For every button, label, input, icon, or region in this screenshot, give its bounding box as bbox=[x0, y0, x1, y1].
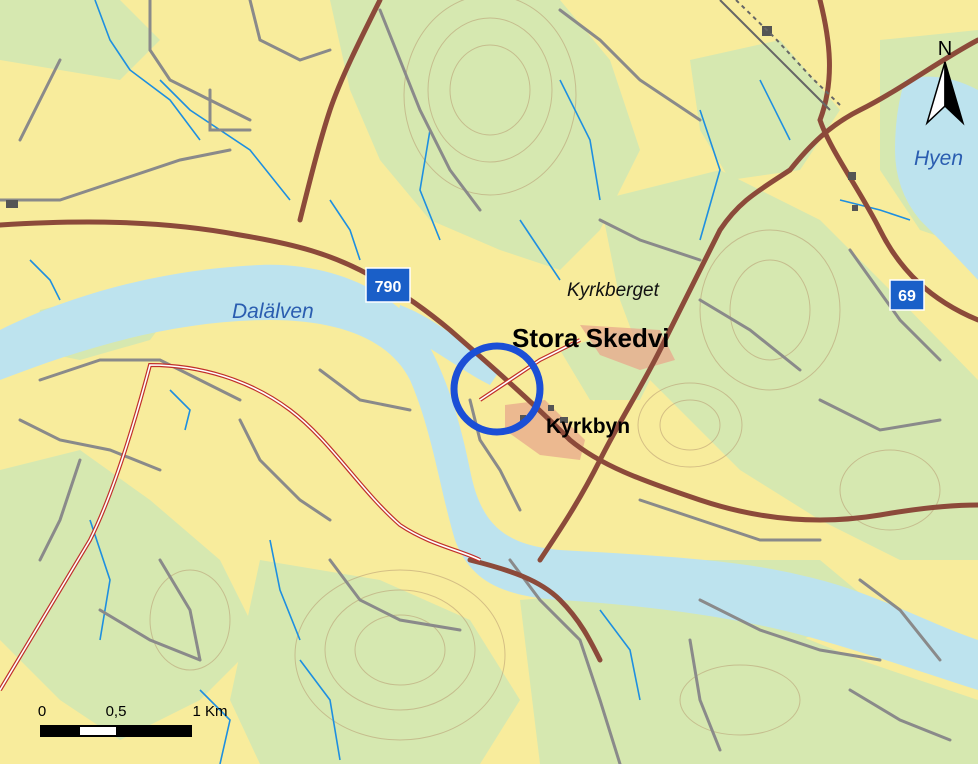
secondary-road bbox=[0, 338, 581, 692]
scale-tick-half: 0,5 bbox=[106, 703, 127, 720]
streams bbox=[29, 0, 911, 765]
lake-hyen bbox=[895, 76, 978, 281]
circle-marker-icon[interactable] bbox=[450, 342, 544, 436]
shield-69: 69 bbox=[889, 279, 925, 311]
label-hyen: Hyen bbox=[914, 147, 963, 170]
label-kyrkbyn: Kyrkbyn bbox=[546, 415, 630, 438]
scale-tick-1km: 1 Km bbox=[192, 703, 227, 720]
minor-roads bbox=[0, 0, 952, 766]
railway bbox=[719, 0, 841, 111]
road-west-north bbox=[297, 0, 383, 223]
north-letter: N bbox=[938, 38, 952, 60]
north-arrow-icon: N bbox=[925, 38, 965, 126]
river-branch bbox=[395, 305, 500, 385]
road-790 bbox=[0, 219, 978, 523]
shield-69-label: 69 bbox=[898, 288, 916, 305]
river-dalalven bbox=[0, 264, 978, 690]
label-kyrkberget: Kyrkberget bbox=[567, 280, 660, 301]
scale-tick-0: 0 bbox=[38, 703, 46, 720]
label-stora-skedvi: Stora Skedvi bbox=[512, 323, 670, 353]
shield-790: 790 bbox=[365, 267, 411, 303]
contour-lines bbox=[149, 0, 941, 741]
label-dalalven: Dalälven bbox=[232, 300, 314, 323]
shield-790-label: 790 bbox=[375, 279, 402, 296]
road-69 bbox=[537, 37, 978, 563]
major-roads bbox=[0, 0, 978, 663]
scale-bar: 0 0,5 1 Km bbox=[38, 703, 228, 737]
